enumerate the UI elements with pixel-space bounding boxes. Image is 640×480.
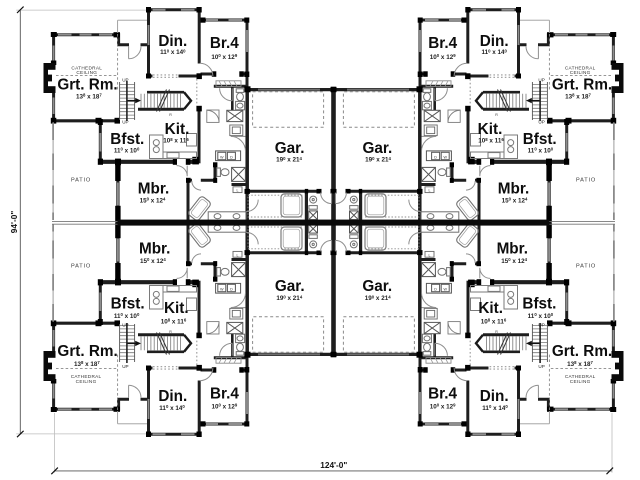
svg-text:150 x 124: 150 x 124 (502, 197, 528, 205)
svg-text:138 x 187: 138 x 187 (76, 93, 102, 101)
svg-text:D: D (434, 287, 437, 291)
svg-text:UP: UP (538, 78, 544, 83)
svg-text:110 x 140: 110 x 140 (481, 48, 507, 56)
svg-text:110 x 140: 110 x 140 (159, 404, 185, 412)
svg-text:CEILING: CEILING (76, 70, 97, 75)
svg-text:Mbr.: Mbr. (138, 181, 169, 198)
svg-text:R: R (495, 330, 498, 334)
svg-text:CEILING: CEILING (570, 70, 591, 75)
svg-text:Kit.: Kit. (165, 121, 190, 138)
svg-text:UP: UP (538, 120, 544, 125)
svg-text:94'-0": 94'-0" (9, 211, 19, 234)
svg-text:W: W (443, 287, 447, 291)
svg-text:Br.4: Br.4 (210, 35, 239, 52)
svg-text:138 x 187: 138 x 187 (565, 93, 591, 101)
svg-text:Grt. Rm.: Grt. Rm. (57, 343, 117, 360)
svg-text:PATIO: PATIO (71, 178, 91, 184)
svg-text:Din.: Din. (158, 33, 187, 50)
svg-text:W: W (220, 155, 224, 159)
svg-text:108 x 116: 108 x 116 (478, 137, 504, 145)
svg-text:110 x 140: 110 x 140 (160, 48, 186, 56)
svg-text:UP: UP (538, 364, 544, 369)
svg-text:UP: UP (538, 322, 544, 327)
svg-text:PATIO: PATIO (576, 178, 596, 184)
svg-text:Gar.: Gar. (275, 140, 305, 157)
svg-text:108 x 116: 108 x 116 (481, 318, 507, 326)
svg-text:UP: UP (122, 322, 128, 327)
svg-text:Gar.: Gar. (362, 278, 392, 295)
svg-text:Bfst.: Bfst. (523, 131, 557, 148)
svg-text:CATHEDRAL: CATHEDRAL (565, 65, 596, 70)
svg-text:110 x 100: 110 x 100 (114, 147, 140, 155)
svg-text:L: L (237, 189, 239, 193)
svg-text:Grt. Rm.: Grt. Rm. (552, 77, 612, 94)
svg-text:Gar.: Gar. (363, 140, 393, 157)
svg-text:Din.: Din. (158, 388, 187, 405)
svg-text:Kit.: Kit. (164, 300, 189, 317)
svg-text:W: W (443, 155, 447, 159)
svg-text:124'-0": 124'-0" (320, 460, 347, 470)
svg-text:D: D (434, 155, 437, 159)
svg-text:CATHEDRAL: CATHEDRAL (71, 65, 102, 70)
svg-text:100 x 129: 100 x 129 (430, 403, 456, 411)
svg-text:Kit.: Kit. (478, 300, 503, 317)
svg-text:D: D (230, 155, 233, 159)
svg-text:Mbr.: Mbr. (497, 241, 528, 258)
svg-text:L: L (429, 254, 431, 258)
svg-text:110 x 100: 110 x 100 (114, 312, 140, 320)
svg-text:Grt. Rm.: Grt. Rm. (552, 343, 612, 360)
svg-text:Kit.: Kit. (478, 121, 503, 138)
svg-text:110 x 100: 110 x 100 (528, 147, 554, 155)
svg-text:100 x 129: 100 x 129 (211, 403, 237, 411)
svg-text:UP: UP (122, 78, 128, 83)
svg-text:R: R (169, 113, 172, 117)
svg-text:138 x 187: 138 x 187 (567, 360, 593, 368)
svg-text:CATHEDRAL: CATHEDRAL (71, 374, 102, 379)
svg-text:Br.4: Br.4 (428, 35, 457, 52)
svg-text:Bfst.: Bfst. (522, 296, 556, 313)
svg-text:Din.: Din. (480, 33, 509, 50)
svg-text:PATIO: PATIO (71, 264, 91, 270)
svg-text:100 x 129: 100 x 129 (211, 53, 237, 61)
svg-text:CATHEDRAL: CATHEDRAL (565, 374, 596, 379)
svg-text:190 x 214: 190 x 214 (276, 156, 302, 164)
svg-text:Br.4: Br.4 (428, 386, 457, 403)
svg-text:190 x 214: 190 x 214 (276, 294, 302, 302)
svg-text:L: L (429, 189, 431, 193)
svg-text:UP: UP (122, 120, 128, 125)
svg-text:W: W (220, 287, 224, 291)
svg-text:Br.4: Br.4 (210, 386, 239, 403)
svg-text:110 x 100: 110 x 100 (528, 312, 554, 320)
svg-text:150 x 124: 150 x 124 (140, 257, 166, 265)
svg-text:Grt. Rm.: Grt. Rm. (57, 77, 117, 94)
svg-text:Mbr.: Mbr. (498, 181, 529, 198)
svg-text:UP: UP (122, 364, 128, 369)
svg-text:138 x 187: 138 x 187 (74, 360, 100, 368)
svg-text:150 x 124: 150 x 124 (140, 197, 166, 205)
svg-text:Bfst.: Bfst. (110, 131, 144, 148)
svg-text:L: L (237, 254, 239, 258)
svg-text:D: D (230, 287, 233, 291)
svg-text:R: R (495, 113, 498, 117)
svg-text:CEILING: CEILING (76, 379, 97, 384)
svg-text:190 x 214: 190 x 214 (365, 156, 391, 164)
svg-text:108 x 116: 108 x 116 (163, 137, 189, 145)
svg-text:108 x 116: 108 x 116 (161, 318, 187, 326)
svg-text:CEILING: CEILING (570, 379, 591, 384)
svg-text:Gar.: Gar. (275, 278, 305, 295)
svg-text:190 x 214: 190 x 214 (365, 294, 391, 302)
svg-text:R: R (169, 330, 172, 334)
svg-text:150 x 124: 150 x 124 (501, 257, 527, 265)
svg-text:Mbr.: Mbr. (139, 241, 170, 258)
svg-text:100 x 129: 100 x 129 (430, 53, 456, 61)
svg-text:PATIO: PATIO (576, 264, 596, 270)
svg-text:Din.: Din. (480, 388, 509, 405)
svg-text:Bfst.: Bfst. (111, 296, 145, 313)
svg-text:110 x 140: 110 x 140 (482, 404, 508, 412)
